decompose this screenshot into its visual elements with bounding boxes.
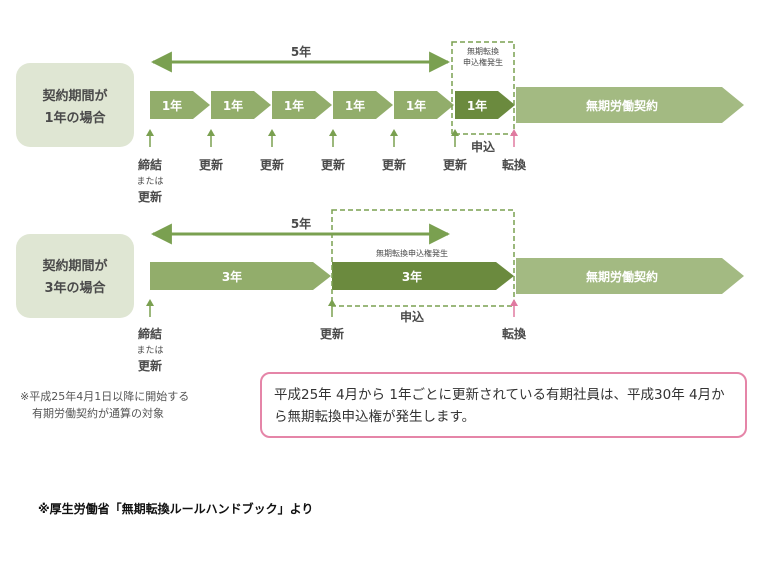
row1-apply-label: 申込 <box>471 139 495 154</box>
row2-event-1-tick-head <box>146 299 154 306</box>
row2-segment-2-label: 3年 <box>402 269 422 284</box>
row1-segment-3 <box>272 91 332 119</box>
row2-convert-label: 転換 <box>502 326 527 341</box>
row2-permanent-label: 無期労働契約 <box>586 269 658 284</box>
row1-permanent-label: 無期労働契約 <box>586 98 658 113</box>
row2-dashed-label: 無期転換申込権発生 <box>376 248 448 258</box>
row2-span-label: 5年 <box>291 216 311 231</box>
row2-dashed-box <box>331 209 515 307</box>
row1-segment-5-label: 1年 <box>406 98 426 113</box>
row2-event-1-line3: 更新 <box>138 358 162 373</box>
row1-dashed-line2: 申込権発生 <box>463 57 503 67</box>
row1-segment-4 <box>333 91 393 119</box>
row2-permanent-arrow <box>516 258 744 294</box>
footnote-line2: 有期労働契約が通算の対象 <box>32 407 164 420</box>
row1-convert-label: 転換 <box>502 157 527 172</box>
row2-event-1-line2: または <box>136 345 163 356</box>
row1-event-ticks <box>149 132 456 147</box>
row2-apply-label: 申込 <box>400 309 424 324</box>
row2-event-2: 更新 <box>320 326 344 341</box>
footnote-line1: ※平成25年4月1日以降に開始する <box>20 390 190 403</box>
row2-label-line2: 3年の場合 <box>44 280 106 296</box>
row1-segment-2-label: 1年 <box>223 98 243 113</box>
row1-event-3: 更新 <box>260 157 284 172</box>
row1-segment-2 <box>211 91 271 119</box>
row2-label-box <box>16 234 134 318</box>
row2-segment-2 <box>332 262 514 290</box>
row2-segment-1-label: 3年 <box>222 269 242 284</box>
row2-event-1-line1: 締結 <box>138 326 162 341</box>
row1-event-tick-heads <box>146 129 459 136</box>
row1-permanent-arrow <box>516 87 744 123</box>
row2-event-2-tick-head <box>328 299 336 306</box>
row1-label-line1: 契約期間が <box>41 88 107 104</box>
row1-segment-3-label: 1年 <box>284 98 304 113</box>
row1-event-1-line3: 更新 <box>138 189 162 204</box>
row1-label-line2: 1年の場合 <box>44 110 106 126</box>
row1-dashed-box <box>451 41 515 135</box>
row2-segment-1 <box>150 262 331 290</box>
row2-convert-tick-head <box>510 299 518 306</box>
row1-label-box <box>16 63 134 147</box>
row1-event-5: 更新 <box>382 157 406 172</box>
footnote: ※平成25年4月1日以降に開始する 有期労働契約が通算の対象 <box>20 388 260 422</box>
info-box: 平成25年 4月から 1年ごとに更新されている有期社員は、平成30年 4月から無… <box>260 372 747 438</box>
row1-dashed-line1: 無期転換 <box>467 46 499 56</box>
source-citation: ※厚生労働省「無期転換ルールハンドブック」より <box>38 502 314 516</box>
row1-event-1-line2: または <box>136 176 163 187</box>
row1-segment-5 <box>394 91 454 119</box>
row1-event-6: 更新 <box>443 157 467 172</box>
row1-segment-6 <box>455 91 515 119</box>
row1-event-2: 更新 <box>199 157 223 172</box>
row1-segment-1 <box>150 91 210 119</box>
row1-segment-1-label: 1年 <box>162 98 182 113</box>
row1-segment-4-label: 1年 <box>345 98 365 113</box>
row1-event-4: 更新 <box>321 157 345 172</box>
row1-segment-6-label: 1年 <box>467 98 487 113</box>
row1-convert-tick-head <box>510 129 518 136</box>
row2-label-line1: 契約期間が <box>41 258 107 274</box>
row1-span-label: 5年 <box>291 44 311 59</box>
row1-event-1-line1: 締結 <box>138 157 162 172</box>
